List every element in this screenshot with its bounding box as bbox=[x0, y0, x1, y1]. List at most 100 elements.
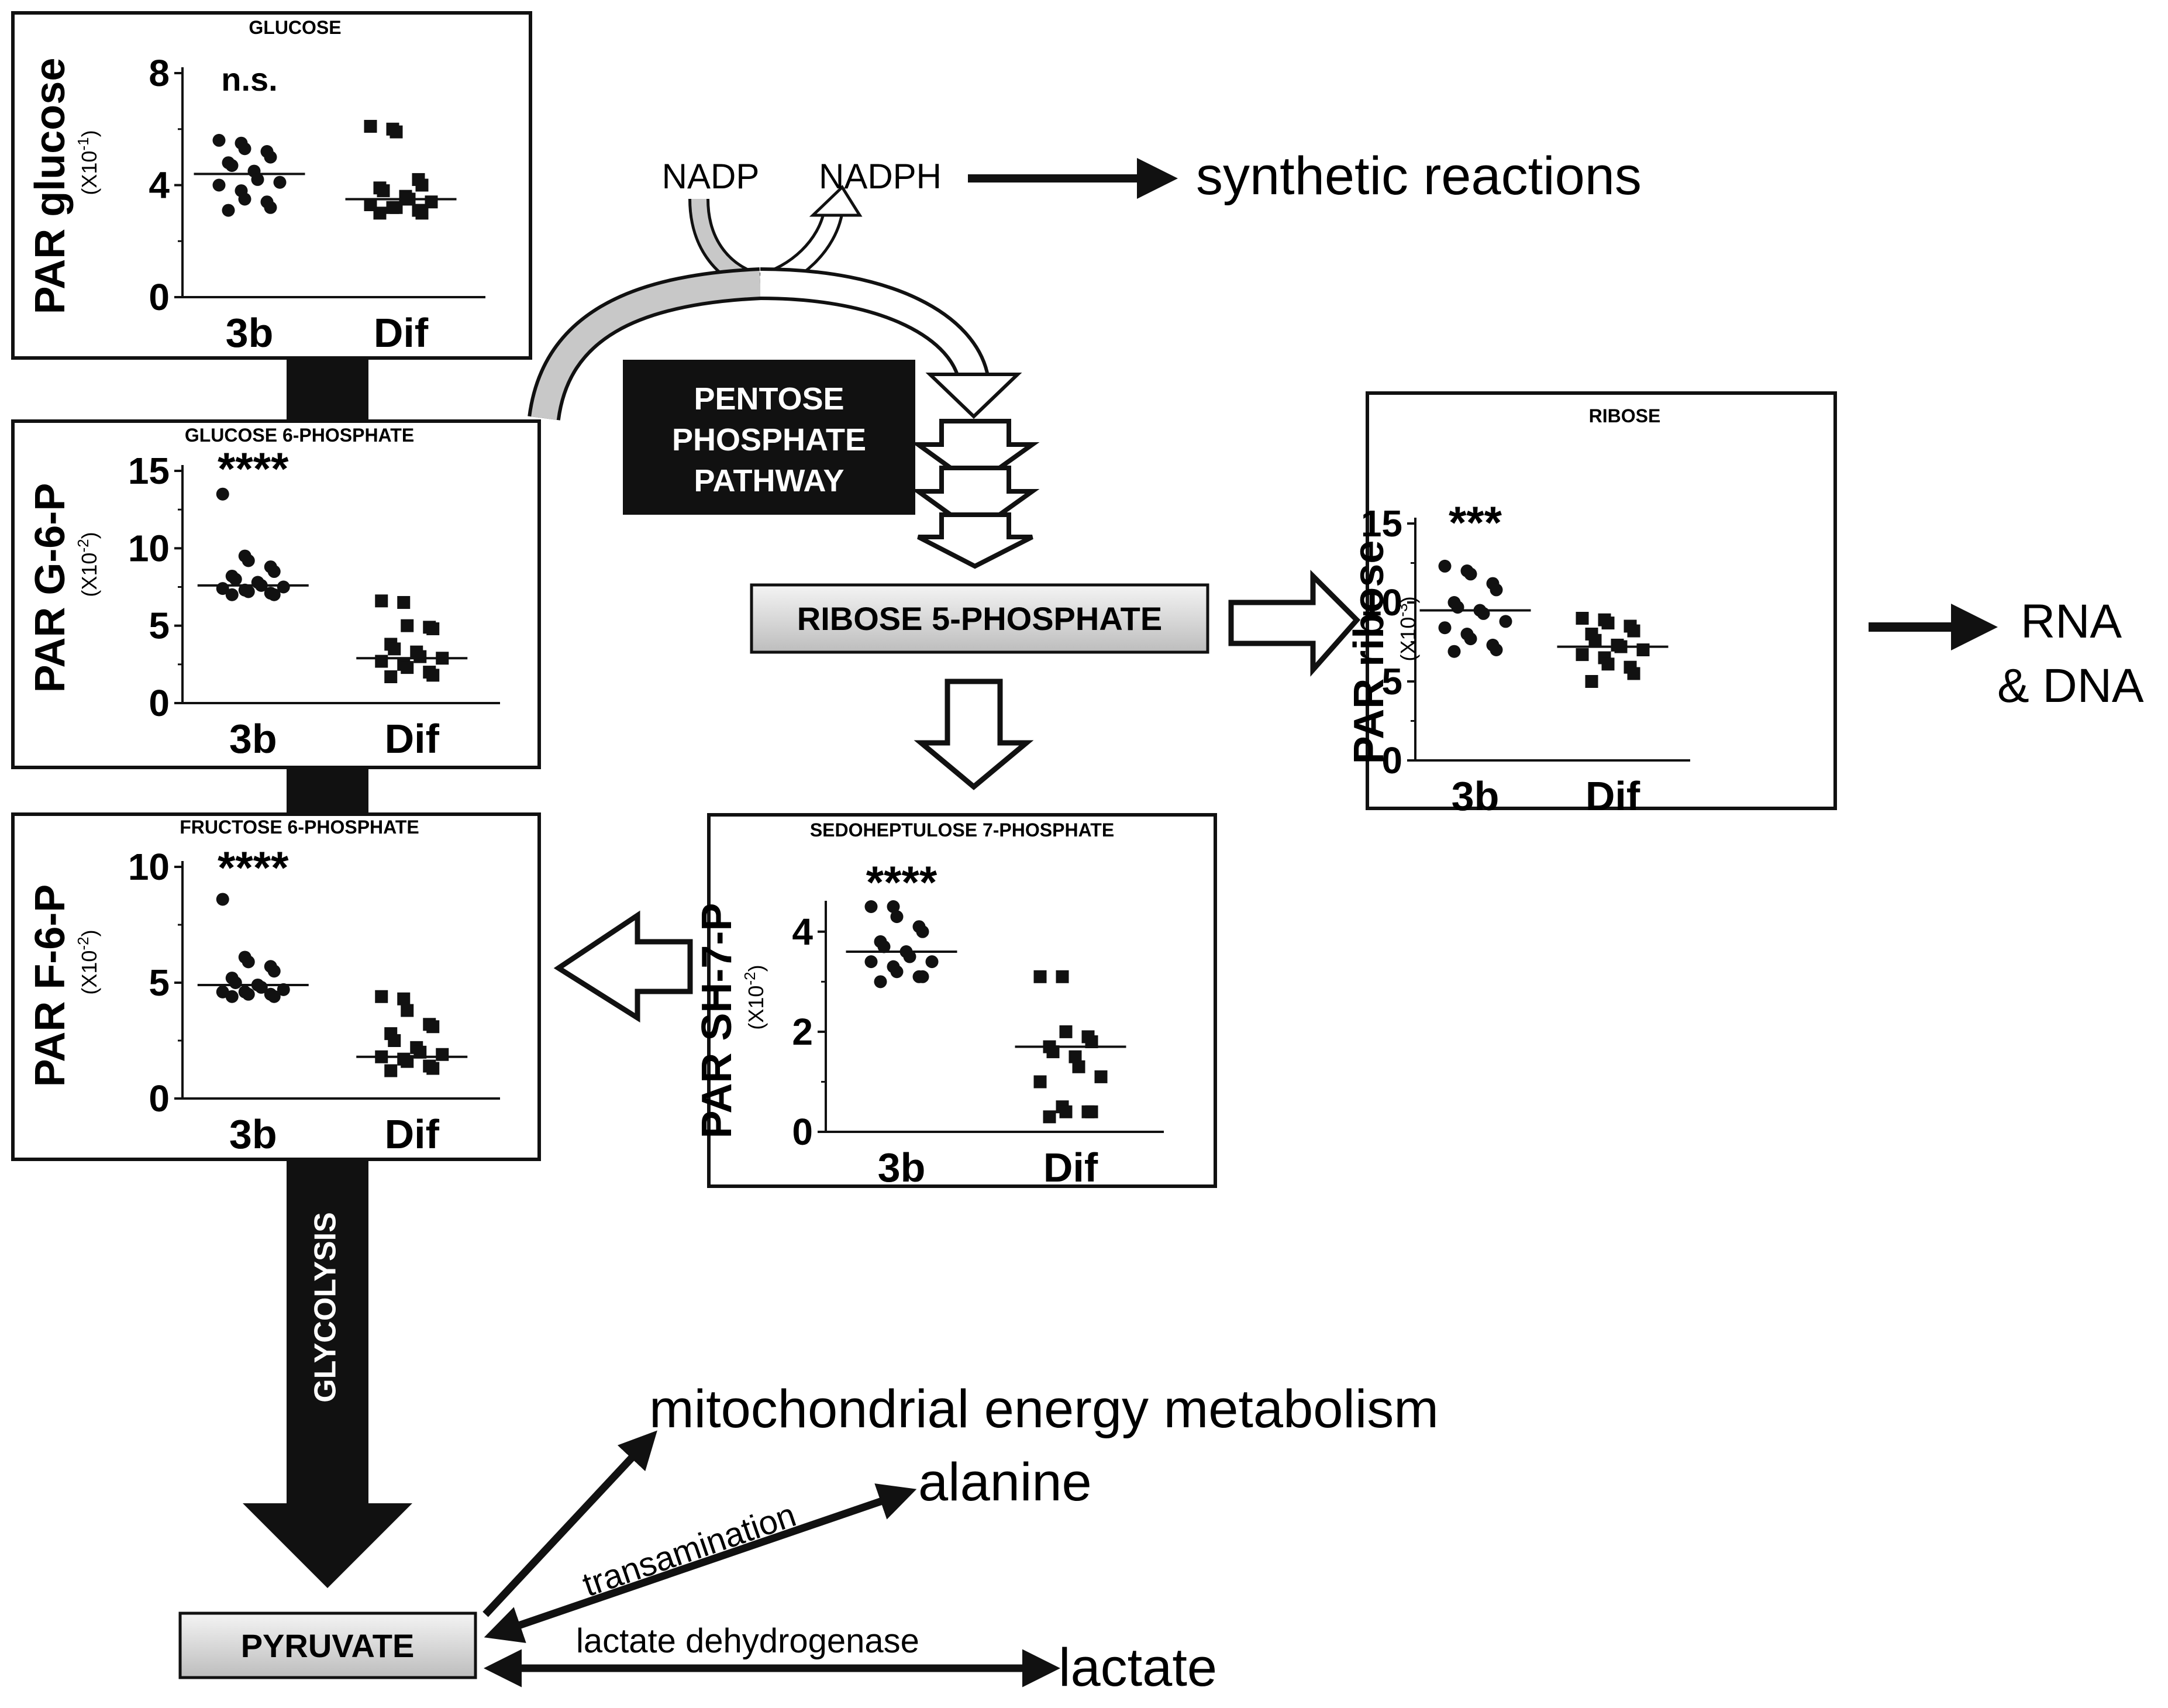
x-category-label: 3b bbox=[229, 1111, 277, 1157]
data-point bbox=[916, 925, 929, 938]
chart-title: GLUCOSE bbox=[249, 17, 341, 38]
y-axis-unit: (X10-2) bbox=[741, 965, 768, 1029]
y-tick-label: 15 bbox=[128, 450, 170, 492]
data-point bbox=[390, 201, 403, 214]
y-tick-label: 8 bbox=[149, 52, 170, 94]
data-point bbox=[1627, 624, 1640, 638]
data-point bbox=[864, 900, 878, 913]
data-point bbox=[216, 582, 229, 595]
data-point bbox=[242, 987, 255, 1001]
chart-frame bbox=[11, 812, 541, 1161]
data-point bbox=[229, 573, 242, 586]
data-point bbox=[413, 650, 427, 663]
data-point bbox=[887, 900, 900, 913]
ppp-line-1: PENTOSE bbox=[694, 381, 844, 416]
significance-label: n.s. bbox=[221, 61, 277, 98]
y-tick-label: 10 bbox=[1361, 581, 1402, 624]
data-point bbox=[426, 669, 440, 682]
y-tick-label: 2 bbox=[792, 1011, 813, 1053]
y-axis-unit: (X10-1) bbox=[74, 130, 101, 195]
data-point bbox=[264, 150, 277, 164]
data-point bbox=[1477, 607, 1490, 620]
data-point bbox=[1464, 632, 1477, 646]
y-axis-label: PAR ribose bbox=[1346, 540, 1393, 765]
ppp-line-3: PATHWAY bbox=[694, 463, 844, 498]
data-point bbox=[1499, 615, 1512, 628]
y-tick-label: 4 bbox=[149, 164, 170, 206]
dna-label: & DNA bbox=[1997, 659, 2144, 712]
data-point bbox=[1085, 1105, 1098, 1118]
chart-frame bbox=[11, 11, 532, 360]
chart-title: GLUCOSE 6-PHOSPHATE bbox=[185, 425, 414, 446]
data-point bbox=[254, 980, 268, 994]
y-tick-label: 0 bbox=[149, 1077, 170, 1120]
x-category-label: 3b bbox=[226, 310, 274, 356]
data-point bbox=[1033, 970, 1047, 983]
data-point bbox=[1576, 648, 1589, 662]
x-category-label: 3b bbox=[1452, 773, 1500, 819]
alanine-label: alanine bbox=[918, 1452, 1092, 1512]
data-point bbox=[1585, 675, 1598, 688]
data-point bbox=[222, 204, 235, 217]
data-point bbox=[1072, 1060, 1085, 1073]
data-point bbox=[415, 178, 429, 192]
data-point bbox=[1043, 1110, 1056, 1124]
data-point bbox=[1033, 1075, 1047, 1089]
ribose5p-label: RIBOSE 5-PHOSPHATE bbox=[797, 600, 1162, 637]
significance-label: **** bbox=[218, 842, 289, 893]
y-tick-label: 0 bbox=[149, 276, 170, 318]
data-point bbox=[1059, 1105, 1073, 1118]
data-point bbox=[242, 554, 255, 567]
y-tick-label: 4 bbox=[792, 911, 813, 953]
data-point bbox=[364, 119, 377, 133]
y-axis-label: PAR F-6-P bbox=[27, 884, 74, 1087]
data-point bbox=[425, 195, 438, 209]
glycolysis-arrow: GLYCOLYSIS bbox=[243, 1158, 412, 1588]
data-point bbox=[384, 1064, 398, 1077]
data-point bbox=[401, 661, 414, 674]
data-point bbox=[436, 1048, 449, 1061]
data-point bbox=[401, 1055, 414, 1068]
data-point bbox=[375, 1050, 388, 1063]
data-point bbox=[242, 585, 255, 598]
data-point bbox=[426, 1020, 440, 1034]
data-point bbox=[1085, 1035, 1098, 1048]
data-point bbox=[1056, 970, 1069, 983]
x-category-label: Dif bbox=[374, 310, 429, 356]
data-point bbox=[1447, 645, 1461, 658]
data-point bbox=[1059, 1025, 1073, 1038]
y-axis-label: PAR SH-7-P bbox=[694, 903, 740, 1139]
r5p-to-sh7p-arrow bbox=[914, 679, 1034, 790]
data-point bbox=[1094, 1070, 1108, 1083]
data-point bbox=[277, 580, 290, 594]
data-point bbox=[267, 565, 281, 578]
chart-title: SEDOHEPTULOSE 7-PHOSPHATE bbox=[810, 819, 1114, 841]
x-category-label: Dif bbox=[1043, 1145, 1098, 1190]
r5p-to-ribose-arrow bbox=[1228, 570, 1361, 677]
data-point bbox=[388, 1034, 401, 1047]
data-point bbox=[212, 133, 226, 147]
data-point bbox=[1614, 640, 1628, 653]
data-point bbox=[212, 178, 226, 192]
data-point bbox=[267, 965, 281, 978]
synthetic-reactions-label: synthetic reactions bbox=[1196, 146, 1642, 206]
rna-label: RNA bbox=[2021, 595, 2122, 648]
data-point bbox=[436, 652, 449, 665]
ldh-label: lactate dehydrogenase bbox=[576, 1622, 919, 1660]
data-point bbox=[216, 893, 229, 906]
data-point bbox=[397, 595, 411, 609]
data-point bbox=[375, 594, 388, 608]
data-point bbox=[384, 670, 398, 684]
data-point bbox=[277, 983, 290, 996]
ppp-line-2: PHOSPHATE bbox=[672, 422, 866, 457]
y-tick-label: 5 bbox=[149, 605, 170, 647]
data-point bbox=[890, 965, 904, 979]
y-tick-label: 5 bbox=[149, 962, 170, 1004]
data-point bbox=[254, 578, 268, 592]
y-axis-unit: (X10-3) bbox=[1393, 596, 1420, 661]
data-point bbox=[1490, 583, 1503, 597]
data-point bbox=[925, 955, 939, 969]
